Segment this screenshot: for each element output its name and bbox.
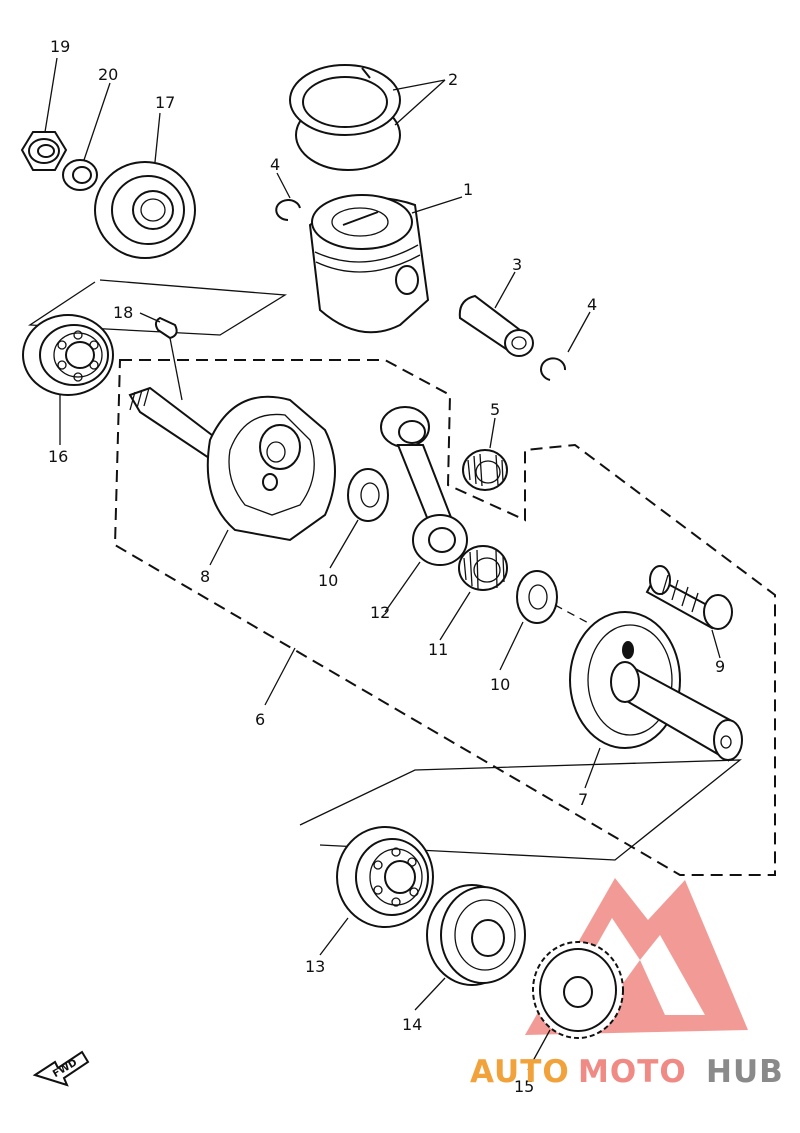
callout-2: 2 (448, 70, 458, 89)
callout-19: 19 (50, 37, 70, 56)
bearing-group-outline-top (27, 279, 288, 336)
watermark-hub: HUB (706, 1054, 784, 1090)
bearing-group-outline-bottom (299, 759, 742, 861)
callout-9: 9 (715, 657, 725, 676)
oil-seal-17 (94, 161, 196, 259)
leader-4b (567, 311, 591, 353)
callout-10-right: 10 (490, 675, 510, 694)
crank-pin-9 (645, 565, 733, 630)
callout-20: 20 (98, 65, 118, 84)
callout-4-top: 4 (270, 155, 280, 174)
piston-rings-2 (289, 64, 401, 171)
leader-20 (83, 82, 111, 161)
callout-5: 5 (490, 400, 500, 419)
callout-1: 1 (463, 180, 473, 199)
watermark-moto: MOTO (578, 1054, 687, 1090)
callout-6: 6 (255, 710, 265, 729)
crank-half-right-7 (569, 611, 743, 762)
leader-5 (489, 417, 496, 449)
thrust-washer-10-left (347, 468, 389, 522)
oil-seal-14 (426, 884, 526, 986)
piston-1 (308, 194, 430, 334)
leader-6 (264, 647, 296, 706)
nut-19 (20, 131, 68, 171)
leader-12 (384, 561, 421, 613)
leader-10b (499, 621, 524, 671)
forward-arrow-icon: FWD (32, 1050, 90, 1087)
callout-3: 3 (512, 255, 522, 274)
leader-15 (527, 1029, 551, 1071)
callout-11: 11 (428, 640, 448, 659)
drive-gear-15 (532, 941, 624, 1039)
crank-half-left-8 (128, 386, 336, 542)
leader-11 (439, 591, 471, 641)
circlip-4-top (275, 199, 301, 221)
watermark-auto: AUTO (470, 1054, 570, 1090)
leader-9 (711, 629, 721, 659)
leader-4a (276, 172, 291, 199)
leader-1 (411, 196, 463, 214)
callout-18: 18 (113, 303, 133, 322)
leader-14 (414, 977, 446, 1011)
big-end-bearing-11 (458, 545, 508, 591)
callout-4-right: 4 (587, 295, 597, 314)
leader-8 (209, 529, 229, 566)
leader-10a (329, 519, 359, 569)
washer-20 (62, 159, 98, 191)
thrust-washer-10-right (516, 570, 558, 624)
callout-7: 7 (578, 790, 588, 809)
watermark-wordmark: AUTO MOTO HUB (470, 1054, 784, 1090)
callout-10-left: 10 (318, 571, 338, 590)
crankshaft-assembly-boundary (113, 359, 776, 876)
leader-2a (392, 79, 446, 91)
leader-17 (154, 112, 161, 163)
callout-17: 17 (155, 93, 175, 112)
bearing-13 (336, 826, 434, 928)
callout-15: 15 (514, 1077, 534, 1096)
circlip-4-right (540, 357, 567, 381)
callout-13: 13 (305, 957, 325, 976)
leader-19 (44, 57, 58, 133)
bearing-16 (22, 314, 114, 396)
leader-18 (139, 312, 161, 323)
callout-8: 8 (200, 567, 210, 586)
piston-pin-3 (458, 294, 534, 357)
leader-7 (584, 747, 601, 789)
leader-2b (394, 79, 446, 126)
small-end-bearing-5 (462, 449, 508, 491)
callout-14: 14 (402, 1015, 422, 1034)
callout-12: 12 (370, 603, 390, 622)
leader-3 (494, 271, 516, 309)
leader-13 (319, 917, 349, 956)
leader-18b (169, 337, 183, 401)
callout-16: 16 (48, 447, 68, 466)
connecting-rod-12 (380, 406, 468, 566)
